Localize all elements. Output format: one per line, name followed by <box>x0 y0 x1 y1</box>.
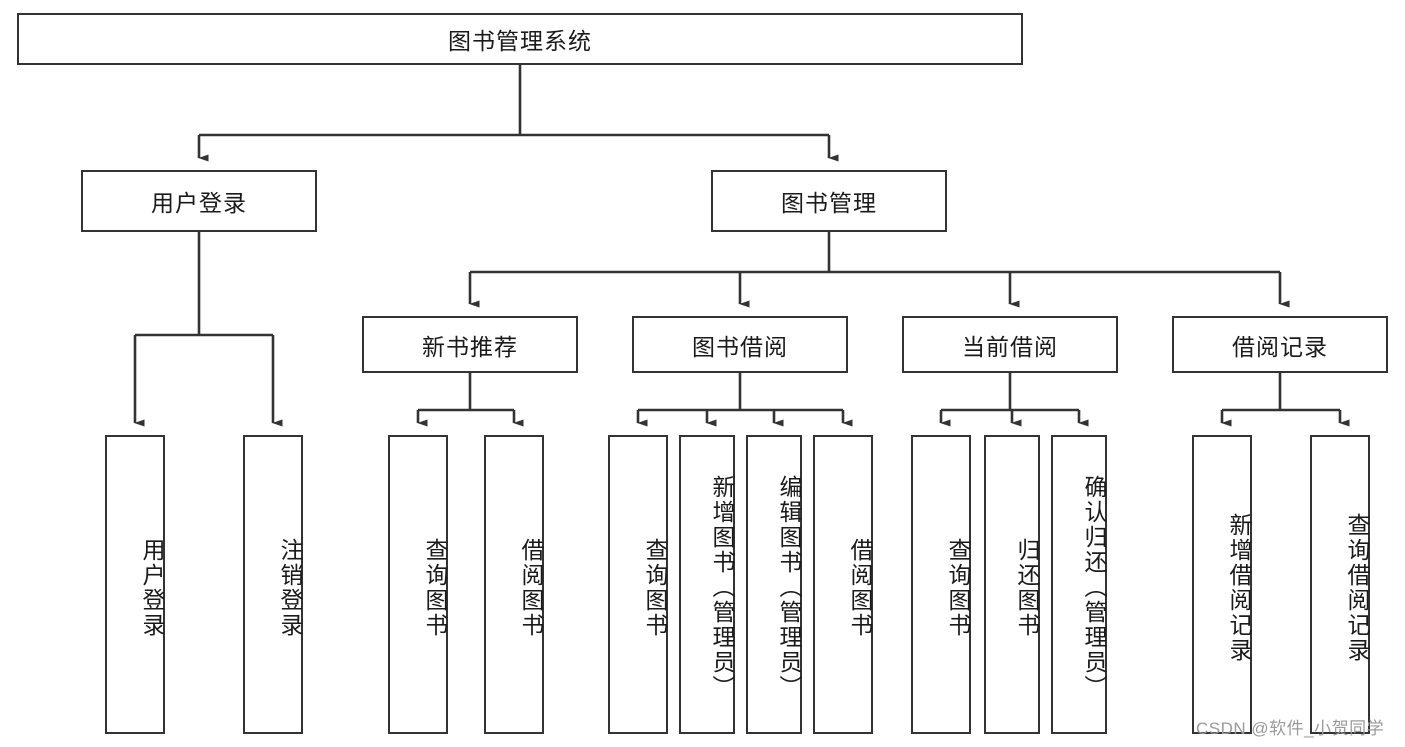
node-leaf-return-book-label: 归还图书 <box>1014 537 1040 638</box>
node-leaf-user-logout[interactable]: 注销登录 <box>243 435 303 734</box>
node-new-book-rec[interactable]: 新书推荐 <box>362 316 578 373</box>
node-borrow-record-label: 借阅记录 <box>1232 333 1328 360</box>
node-leaf-add-borrow-record[interactable]: 新增借阅记录 <box>1192 435 1252 734</box>
node-leaf-confirm-return-admin[interactable]: 确认归还（管理员） <box>1051 435 1107 734</box>
node-leaf-borrow-book-1-label: 借阅图书 <box>518 537 544 638</box>
node-book-manage[interactable]: 图书管理 <box>711 170 947 232</box>
node-book-borrow-label: 图书借阅 <box>692 333 788 360</box>
node-root-label: 图书管理系统 <box>448 28 592 54</box>
node-leaf-borrow-book-2[interactable]: 借阅图书 <box>813 435 873 734</box>
node-leaf-query-book-1[interactable]: 查询图书 <box>388 435 448 734</box>
node-leaf-query-book-3[interactable]: 查询图书 <box>911 435 971 734</box>
node-leaf-user-logout-label: 注销登录 <box>277 537 303 638</box>
node-leaf-query-book-1-label: 查询图书 <box>422 537 448 638</box>
node-current-borrow-label: 当前借阅 <box>962 333 1058 360</box>
node-current-borrow[interactable]: 当前借阅 <box>902 316 1118 373</box>
node-leaf-add-book-admin[interactable]: 新增图书（管理员） <box>679 435 735 734</box>
node-leaf-return-book[interactable]: 归还图书 <box>984 435 1040 734</box>
node-leaf-query-book-3-label: 查询图书 <box>945 537 971 638</box>
node-leaf-borrow-book-1[interactable]: 借阅图书 <box>484 435 544 734</box>
node-leaf-edit-book-admin[interactable]: 编辑图书（管理员） <box>746 435 802 734</box>
node-leaf-edit-book-admin-label: 编辑图书（管理员） <box>776 475 802 700</box>
node-leaf-query-book-2-label: 查询图书 <box>642 537 668 638</box>
node-leaf-query-borrow-record[interactable]: 查询借阅记录 <box>1310 435 1370 734</box>
node-new-book-rec-label: 新书推荐 <box>422 333 518 360</box>
node-user-login-label: 用户登录 <box>151 190 247 216</box>
node-leaf-confirm-return-admin-label: 确认归还（管理员） <box>1081 475 1107 700</box>
node-root[interactable]: 图书管理系统 <box>17 13 1023 65</box>
node-leaf-query-borrow-record-label: 查询借阅记录 <box>1344 512 1370 663</box>
node-leaf-borrow-book-2-label: 借阅图书 <box>847 537 873 638</box>
node-leaf-user-login-label: 用户登录 <box>139 537 165 638</box>
watermark: CSDN @软件_小贺同学 <box>1196 719 1385 738</box>
node-book-borrow[interactable]: 图书借阅 <box>632 316 848 373</box>
node-leaf-add-borrow-record-label: 新增借阅记录 <box>1226 512 1252 663</box>
node-book-manage-label: 图书管理 <box>781 190 877 216</box>
node-borrow-record[interactable]: 借阅记录 <box>1172 316 1388 373</box>
node-leaf-add-book-admin-label: 新增图书（管理员） <box>709 475 735 700</box>
node-leaf-query-book-2[interactable]: 查询图书 <box>608 435 668 734</box>
node-user-login[interactable]: 用户登录 <box>81 170 317 232</box>
node-leaf-user-login[interactable]: 用户登录 <box>105 435 165 734</box>
